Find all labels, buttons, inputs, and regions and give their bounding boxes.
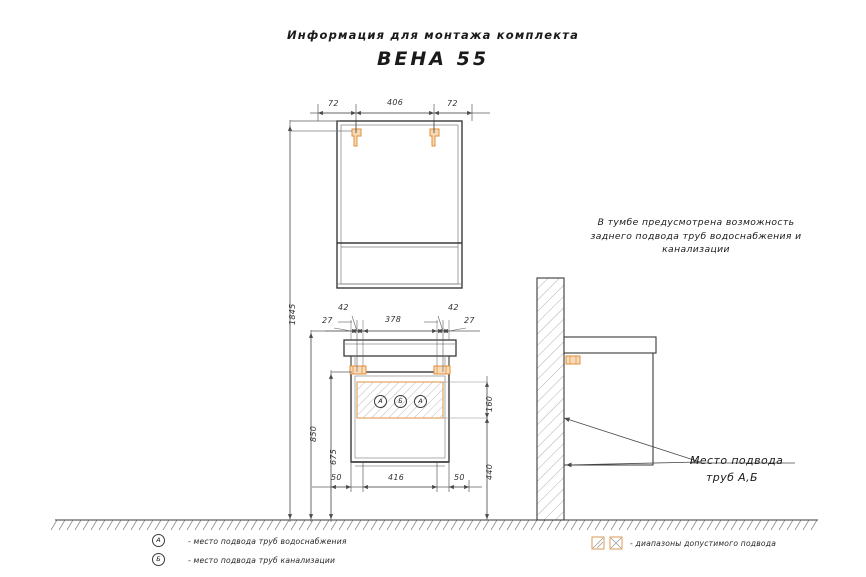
dim-bracket-right-inner: 42 [448,303,459,312]
legend-item-sewer: - место подвода труб канализации [188,556,336,565]
legend-marker-a: А [152,534,165,547]
dim-range-bottom: 440 [485,463,494,480]
drawing-model-name: ВЕНА 55 [376,48,490,70]
drawing-title: Информация для монтажа комплекта [286,28,580,42]
legend-marker-b: Б [152,553,165,566]
dim-base-right: 50 [454,473,465,482]
dim-bracket-left-outer: 27 [322,316,333,325]
dim-range-height: 160 [485,395,494,412]
range-marker-a1: А [374,395,387,408]
dim-base-left: 50 [331,473,342,482]
dim-mirror-right: 72 [447,99,458,108]
dim-cabinet-top-height: 850 [309,425,318,442]
cabinet-bracket-left [349,365,367,375]
left-vertical-dimension-chain [287,120,352,522]
cabinet-bracket-right [433,365,451,375]
note-rear-supply: В тумбе предусмотрена возможность заднег… [590,217,802,255]
dim-mirror-left: 72 [328,99,339,108]
dim-total-height: 1845 [288,303,297,325]
legend-item-water-supply: - место подвода труб водоснабжения [188,537,347,546]
dim-bracket-left-inner: 42 [338,303,349,312]
floor-line-group [50,519,818,531]
legend-item-allowable-range: - диапазоны допустимого подвода [630,539,777,548]
dim-bracket-right-outer: 27 [464,316,475,325]
legend-range-swatches [591,536,623,550]
mirror-top-dimension-chain [310,104,490,121]
range-marker-b: Б [394,395,407,408]
cabinet-top-dimension-chain [325,315,480,334]
dim-cabinet-bottom-height: 675 [329,448,338,465]
mirror-bracket-left [351,128,362,147]
range-marker-a2: А [414,395,427,408]
mirror-bracket-right [429,128,440,147]
note-supply-point: Место подвода труб А,Б [690,452,850,486]
dim-cabinet-inner-width: 378 [385,315,402,324]
side-view-group [536,277,795,521]
side-view-bracket [565,355,581,365]
mirror-cabinet-front-view [290,120,463,289]
note-supply-point-line2: труб А,Б [706,471,758,484]
dim-mirror-width: 406 [387,98,404,107]
dim-base-width: 416 [388,473,405,482]
note-supply-point-line1: Место подвода [690,454,784,467]
